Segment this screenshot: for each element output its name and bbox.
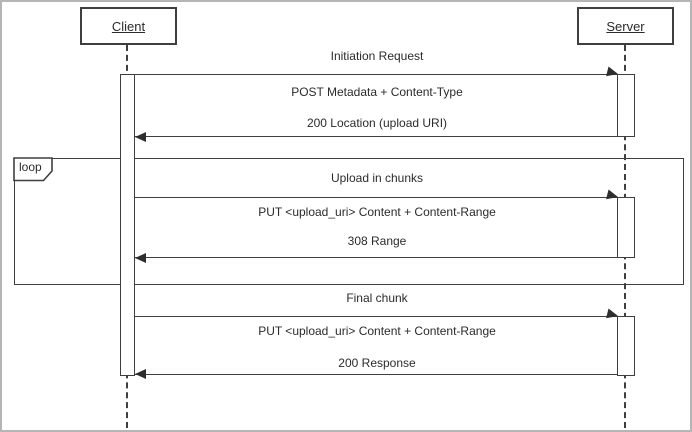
message-line-308-range: [135, 257, 617, 258]
section-title-upload-chunks: Upload in chunks: [330, 171, 424, 185]
arrowhead-left-icon: [135, 252, 146, 263]
loop-fragment-label: loop: [19, 160, 42, 174]
actor-client-box: Client: [80, 7, 177, 45]
server-activation-bar-3: [617, 316, 635, 376]
loop-fragment-frame: [14, 158, 684, 285]
message-line-200-response: [135, 373, 617, 375]
message-line-post-metadata: [135, 73, 619, 75]
arrowhead-left-icon: [135, 369, 146, 379]
message-line-200-location: [135, 136, 617, 137]
message-label-200-location: 200 Location (upload URI): [306, 116, 448, 130]
message-label-put-final: PUT <upload_uri> Content + Content-Range: [258, 324, 496, 338]
client-activation-bar: [120, 74, 135, 376]
arrowhead-left-icon: [135, 131, 146, 142]
actor-client-label: Client: [111, 18, 146, 34]
message-label-200-response: 200 Response: [338, 356, 416, 370]
actor-server-box: Server: [577, 7, 674, 45]
loop-fragment-tab: [13, 157, 53, 182]
section-title-final-chunk: Final chunk: [346, 291, 408, 305]
actor-server-label: Server: [606, 18, 645, 34]
arrowhead-right-icon: [606, 308, 620, 321]
message-label-put-chunk: PUT <upload_uri> Content + Content-Range: [258, 205, 496, 219]
section-title-initiation: Initiation Request: [330, 49, 424, 63]
server-activation-bar-2: [617, 197, 635, 258]
message-label-post-metadata: POST Metadata + Content-Type: [291, 85, 463, 99]
server-activation-bar-1: [617, 74, 635, 137]
message-line-put-final: [135, 315, 619, 317]
arrowhead-right-icon: [606, 66, 620, 79]
message-label-308-range: 308 Range: [347, 234, 407, 248]
message-line-put-chunk: [135, 196, 619, 198]
